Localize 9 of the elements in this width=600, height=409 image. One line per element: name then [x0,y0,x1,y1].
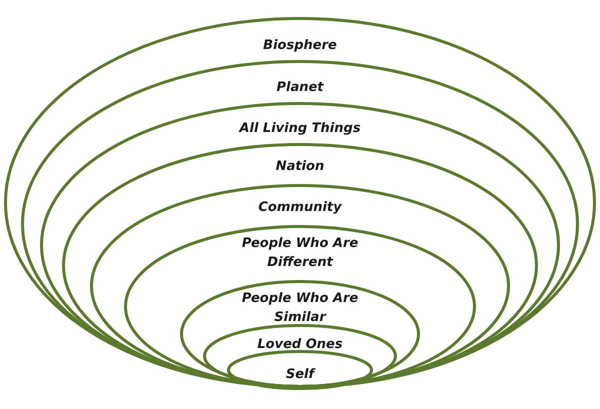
ring-label: Self [284,366,316,384]
ring-label: People Who Are Similar [240,290,360,327]
ring-label: People Who Are Different [240,235,360,272]
ring-label: Biosphere [262,37,338,55]
ring-label: Community [257,199,343,217]
ring-label: Planet [275,79,325,97]
ring-label: Nation [274,158,326,176]
ring-label: All Living Things [238,120,362,138]
ring-label: Loved Ones [256,336,344,354]
